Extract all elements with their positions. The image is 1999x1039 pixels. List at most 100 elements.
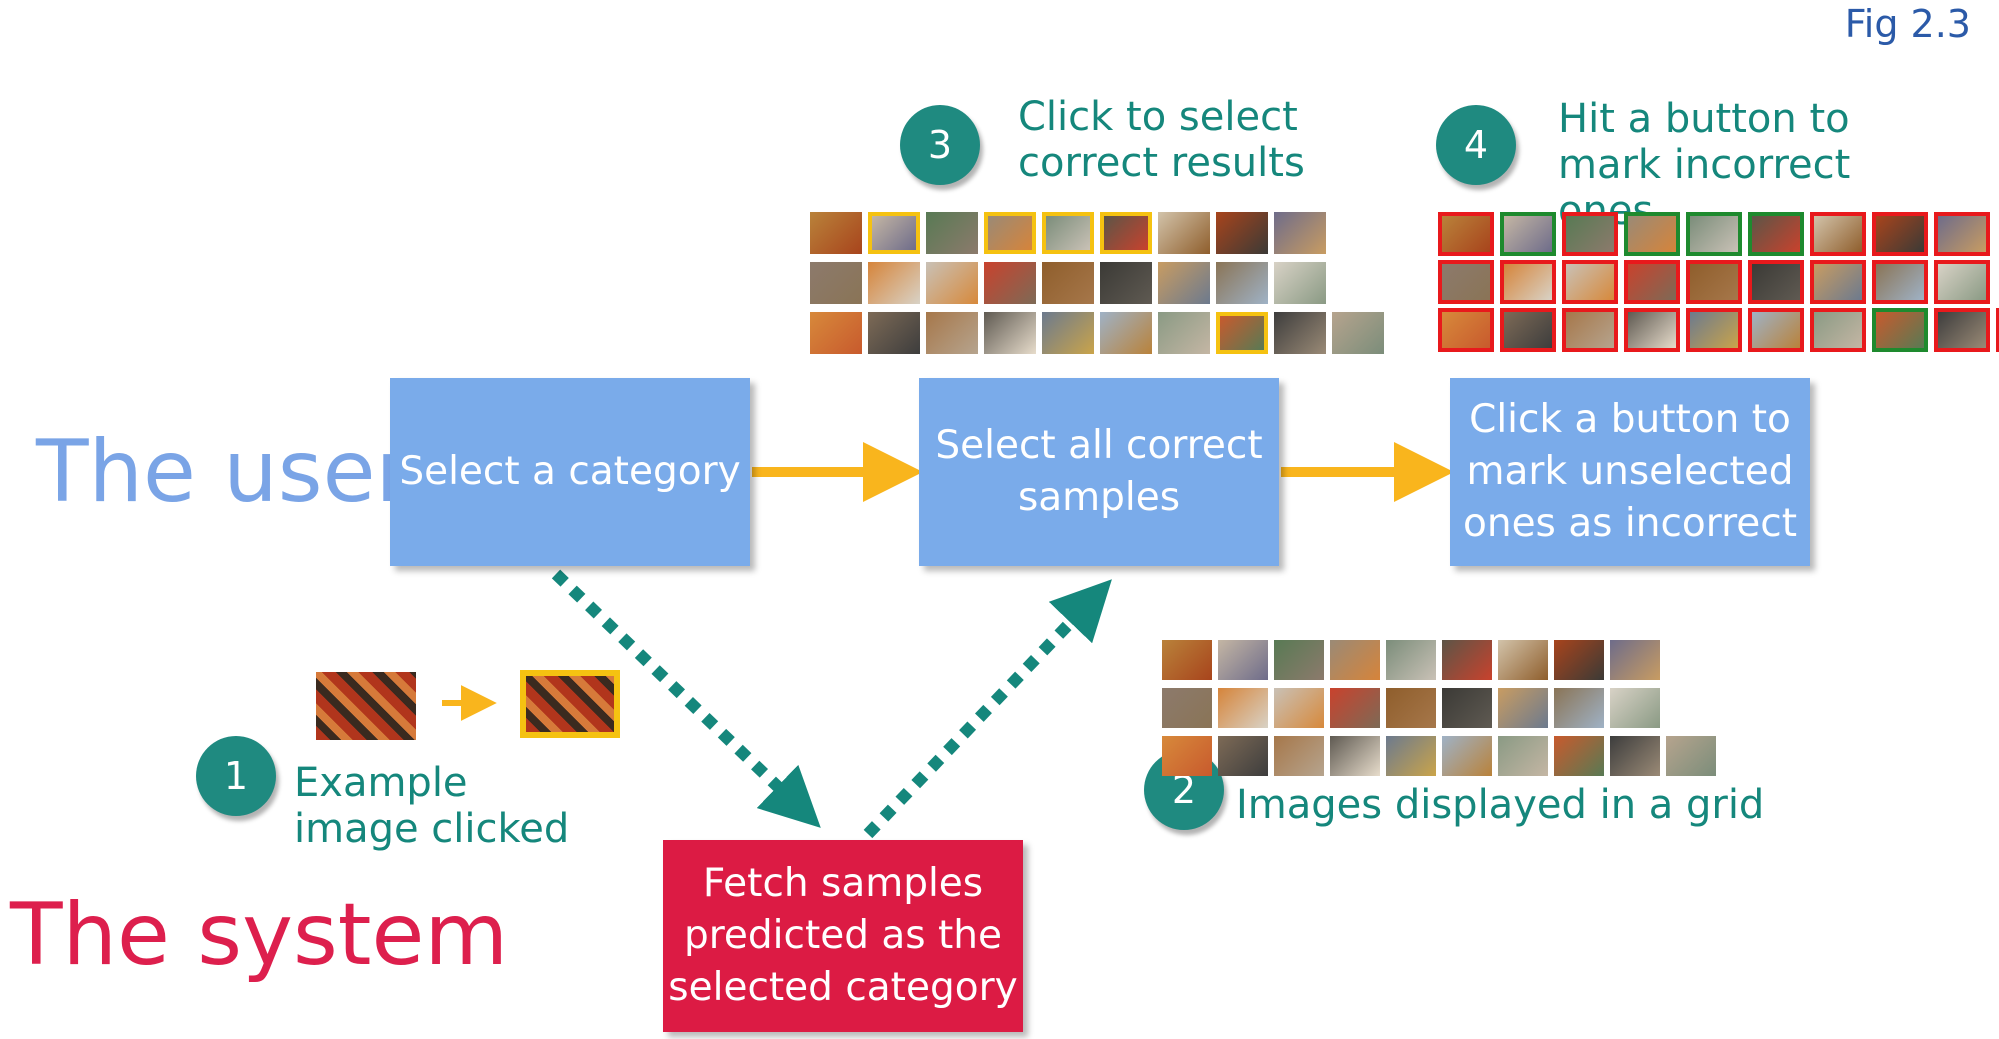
thumbnail-image[interactable]	[1042, 212, 1094, 254]
figure-label: Fig 2.3	[1844, 2, 1971, 46]
example-image-selected	[520, 670, 620, 738]
thumbnail-image	[1996, 308, 1999, 352]
thumbnail-image	[1686, 260, 1742, 304]
thumbnail-image	[1686, 212, 1742, 256]
thumbnail-image[interactable]	[1100, 312, 1152, 354]
thumbnail-image	[1500, 308, 1556, 352]
thumbnail-image	[1438, 212, 1494, 256]
thumbnail-row	[1438, 260, 1999, 304]
thumbnail-image[interactable]	[1274, 312, 1326, 354]
thumbnail-image[interactable]	[810, 312, 862, 354]
thumbnail-image[interactable]	[1274, 262, 1326, 304]
step-3-badge: 3	[900, 105, 980, 185]
dotted-arrow-to-fetch	[551, 569, 821, 828]
thumbnail-image	[1330, 736, 1380, 776]
step-1-text: Example image clicked	[294, 760, 570, 852]
thumbnail-image	[1162, 688, 1212, 728]
thumbnail-image	[1872, 260, 1928, 304]
thumbnail-image[interactable]	[1158, 262, 1210, 304]
thumbnail-image	[1554, 640, 1604, 680]
thumbnail-image[interactable]	[1042, 312, 1094, 354]
thumbnail-image	[1386, 736, 1436, 776]
thumbnail-image	[1218, 640, 1268, 680]
thumbnail-image	[1162, 640, 1212, 680]
thumbnail-image	[1810, 260, 1866, 304]
thumbnail-image[interactable]	[1100, 262, 1152, 304]
thumbnail-image	[1562, 308, 1618, 352]
thumbnail-image[interactable]	[810, 262, 862, 304]
dotted-arrow-to-select	[863, 579, 1112, 839]
thumbnail-row	[810, 312, 1384, 354]
thumbnail-image[interactable]	[1100, 212, 1152, 254]
fetch-samples-text: Fetch samples predicted as the selected …	[668, 861, 1018, 1010]
thumbnail-image[interactable]	[1158, 312, 1210, 354]
thumbnail-image	[1554, 736, 1604, 776]
thumbnail-image[interactable]	[1216, 262, 1268, 304]
thumbnail-image	[1624, 308, 1680, 352]
thumbnail-image	[1610, 736, 1660, 776]
thumbnail-image	[1386, 688, 1436, 728]
fetch-samples-box: Fetch samples predicted as the selected …	[663, 840, 1023, 1032]
thumbnail-image	[1934, 260, 1990, 304]
step-4-text: Hit a button to mark incorrect ones	[1558, 96, 1851, 234]
thumbnail-image	[1274, 688, 1324, 728]
step-3-text: Click to select correct results	[1018, 94, 1305, 186]
thumbnail-image[interactable]	[926, 312, 978, 354]
thumbnail-image[interactable]	[984, 312, 1036, 354]
thumbnail-image[interactable]	[926, 262, 978, 304]
thumbnail-image	[1438, 260, 1494, 304]
thumbnail-image[interactable]	[868, 312, 920, 354]
thumbnail-image	[1218, 688, 1268, 728]
thumbnail-image[interactable]	[868, 262, 920, 304]
thumbnail-image	[1274, 736, 1324, 776]
select-category-box: Select a category	[390, 378, 750, 566]
thumbnail-image	[1498, 736, 1548, 776]
thumbnail-image	[1442, 688, 1492, 728]
thumbnail-image[interactable]	[926, 212, 978, 254]
thumbnail-image	[1562, 260, 1618, 304]
example-image	[316, 672, 416, 740]
thumbnail-image[interactable]	[810, 212, 862, 254]
actor-user-label: The user	[36, 422, 411, 522]
thumbnail-image	[1810, 212, 1866, 256]
select-correct-box: Select all correct samples	[919, 378, 1279, 566]
step-2-text: Images displayed in a grid	[1236, 782, 1765, 828]
thumbnail-image	[1934, 212, 1990, 256]
thumbnail-image	[1748, 260, 1804, 304]
thumbnail-image	[1386, 640, 1436, 680]
thumbnail-image	[1500, 260, 1556, 304]
thumbnail-image[interactable]	[1274, 212, 1326, 254]
thumbnail-image	[1872, 308, 1928, 352]
thumbnail-image	[1624, 260, 1680, 304]
thumbnail-image	[1748, 212, 1804, 256]
thumbnail-image[interactable]	[1158, 212, 1210, 254]
thumbnail-image	[1624, 212, 1680, 256]
thumbnail-image	[1442, 736, 1492, 776]
thumbnail-image	[1562, 212, 1618, 256]
image-grid-selecting[interactable]	[810, 212, 1384, 354]
thumbnail-image	[1498, 640, 1548, 680]
thumbnail-row	[1162, 688, 1716, 728]
thumbnail-image[interactable]	[1216, 212, 1268, 254]
select-category-text: Select a category	[399, 449, 741, 495]
image-grid-displayed	[1162, 640, 1716, 776]
thumbnail-image	[1442, 640, 1492, 680]
thumbnail-row	[810, 212, 1384, 254]
image-grid-marked	[1438, 212, 1999, 352]
thumbnail-image	[1218, 736, 1268, 776]
thumbnail-image[interactable]	[984, 212, 1036, 254]
step-4-badge: 4	[1436, 105, 1516, 185]
thumbnail-image	[1666, 736, 1716, 776]
thumbnail-image[interactable]	[984, 262, 1036, 304]
thumbnail-image[interactable]	[1216, 312, 1268, 354]
thumbnail-image	[1500, 212, 1556, 256]
thumbnail-image	[1162, 736, 1212, 776]
thumbnail-row	[810, 262, 1384, 304]
thumbnail-image[interactable]	[1042, 262, 1094, 304]
thumbnail-image[interactable]	[868, 212, 920, 254]
thumbnail-image[interactable]	[1332, 312, 1384, 354]
select-correct-text: Select all correct samples	[935, 423, 1263, 520]
thumbnail-image	[1610, 688, 1660, 728]
thumbnail-image	[1748, 308, 1804, 352]
